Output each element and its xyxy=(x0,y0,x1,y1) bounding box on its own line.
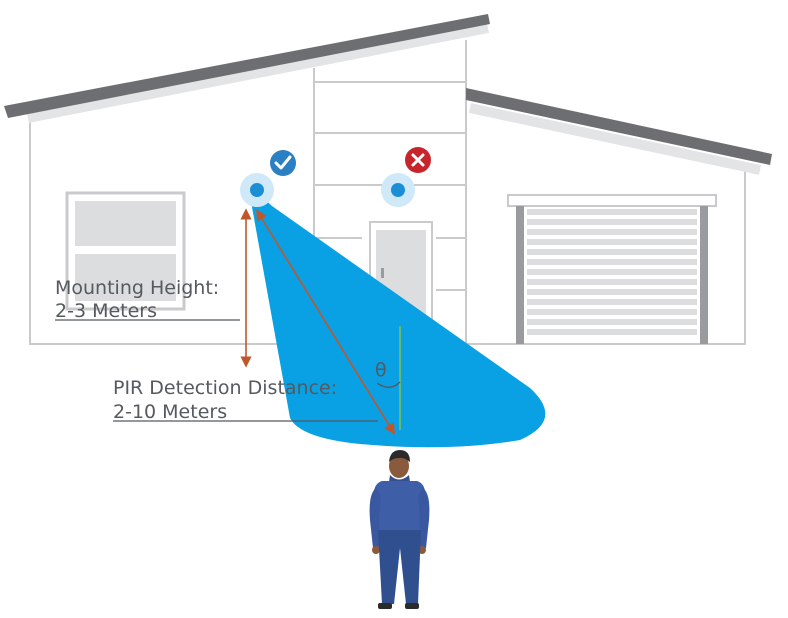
person-legs xyxy=(378,530,421,604)
person-head xyxy=(389,454,409,478)
detection-distance-arrow xyxy=(256,209,395,435)
pir-distance-value: 2-10 Meters xyxy=(113,401,227,423)
roof-right xyxy=(466,88,772,165)
pir-distance-title: PIR Detection Distance: xyxy=(113,377,337,399)
sensor-wrong xyxy=(381,173,415,207)
roof-left xyxy=(4,14,490,118)
mounting-height-title: Mounting Height: xyxy=(55,277,219,299)
angle-theta-label: θ xyxy=(375,359,387,381)
person-left-shoe xyxy=(378,603,392,609)
sensor-correct xyxy=(240,173,274,207)
roofs xyxy=(4,14,772,165)
mounting-height-value: 2-3 Meters xyxy=(55,300,157,322)
person-torso xyxy=(373,481,426,532)
person-left-arm xyxy=(369,488,381,548)
person-figure xyxy=(369,450,430,609)
cross-icon xyxy=(405,147,431,173)
garage xyxy=(507,194,717,344)
house xyxy=(27,23,762,345)
check-icon xyxy=(270,150,296,176)
window xyxy=(65,191,186,311)
person-hair xyxy=(389,450,410,462)
garage-door-slats xyxy=(527,209,697,335)
roof-underside-right xyxy=(468,103,762,175)
roof-underside-left xyxy=(27,23,489,123)
person-right-shoe xyxy=(405,603,419,609)
door-handle xyxy=(381,268,384,278)
angle-arc xyxy=(376,381,401,388)
